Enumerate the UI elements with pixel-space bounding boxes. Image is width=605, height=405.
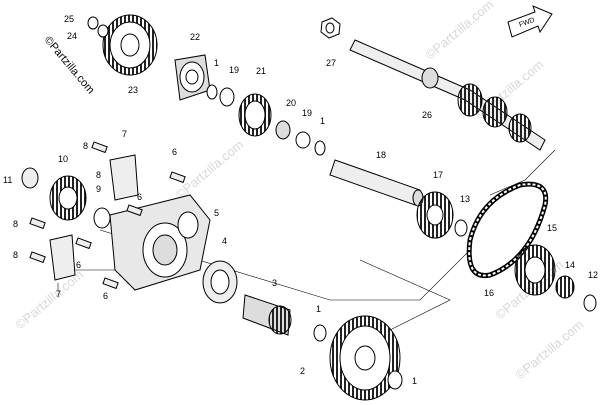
- gear-21: [238, 93, 272, 137]
- ring-1c: [313, 324, 327, 342]
- callout: 8: [96, 170, 101, 180]
- gear-10: [49, 175, 87, 221]
- callout: 1: [320, 116, 325, 126]
- bearing-14: [555, 275, 575, 299]
- callout-labels: 25 24 23 22 1 19 21 20 19 1 27 26 18 17 …: [3, 14, 598, 386]
- callout: 18: [376, 150, 386, 160]
- watermark: ©Partzilla.com: [422, 0, 496, 62]
- callout: 22: [190, 32, 200, 42]
- callout: 8: [83, 141, 88, 151]
- shaft-18: [329, 159, 424, 207]
- hub-22: [174, 54, 211, 101]
- washer-24: [97, 24, 109, 38]
- gear-15: [514, 244, 556, 296]
- watermark: ©Partzilla.com: [172, 137, 246, 202]
- nut-27: [320, 17, 341, 39]
- ring-9: [93, 207, 111, 229]
- watermark: ©Partzilla.com: [12, 267, 86, 332]
- bearing-4: [202, 260, 238, 304]
- callout: 15: [547, 223, 557, 233]
- gear-2: [329, 315, 401, 401]
- washer-19: [219, 87, 235, 107]
- washer-19b: [295, 131, 311, 149]
- callout: 20: [286, 98, 296, 108]
- callout: 16: [484, 288, 494, 298]
- callout: 9: [96, 184, 101, 194]
- callout: 7: [122, 129, 127, 139]
- callout: 10: [58, 154, 68, 164]
- callout: 8: [13, 219, 18, 229]
- callout: 17: [433, 170, 443, 180]
- fwd-arrow-icon: FWD: [507, 5, 553, 38]
- ring-1d: [387, 370, 403, 390]
- callout: 21: [256, 66, 266, 76]
- ring-1b: [314, 140, 326, 156]
- callout: 1: [316, 304, 321, 314]
- gear-23: [102, 14, 158, 76]
- cover-5: [109, 194, 211, 291]
- cap-11: [21, 167, 39, 189]
- callout: 7: [56, 289, 61, 299]
- plate-7: [109, 154, 139, 201]
- callout: 12: [588, 270, 598, 280]
- plate-7b: [49, 234, 76, 281]
- callout: 1: [214, 58, 219, 68]
- gear-17: [416, 191, 454, 239]
- callout: 14: [565, 260, 575, 270]
- callout: 1: [412, 376, 417, 386]
- ring-13: [454, 219, 468, 237]
- shaft-26: [349, 39, 546, 151]
- callout: 8: [13, 250, 18, 260]
- callout: 11: [3, 175, 12, 185]
- callout: 24: [67, 31, 77, 41]
- callout: 19: [229, 65, 239, 75]
- callout: 19: [302, 108, 312, 118]
- washer-12: [583, 294, 597, 312]
- callout: 26: [422, 110, 432, 120]
- callout: 2: [300, 366, 305, 376]
- callout: 25: [64, 14, 74, 24]
- callout: 13: [460, 194, 470, 204]
- callout: 6: [172, 147, 177, 157]
- callout: 4: [222, 236, 227, 246]
- callout: 23: [128, 85, 138, 95]
- callout: 6: [103, 291, 108, 301]
- shaft-3: [242, 294, 292, 336]
- brand-logo: ©Partzilla.com: [42, 34, 97, 96]
- callout: 6: [137, 192, 142, 202]
- washer-25: [87, 16, 99, 30]
- callout: 5: [214, 208, 219, 218]
- chain-16: [466, 181, 549, 279]
- ring-1: [206, 84, 218, 100]
- watermark: ©Partzilla.com: [512, 317, 586, 382]
- callout: 6: [76, 260, 81, 270]
- bolts: [29, 141, 186, 290]
- bushing-20: [275, 120, 291, 140]
- callout: 27: [326, 58, 336, 68]
- callout: 3: [272, 278, 277, 288]
